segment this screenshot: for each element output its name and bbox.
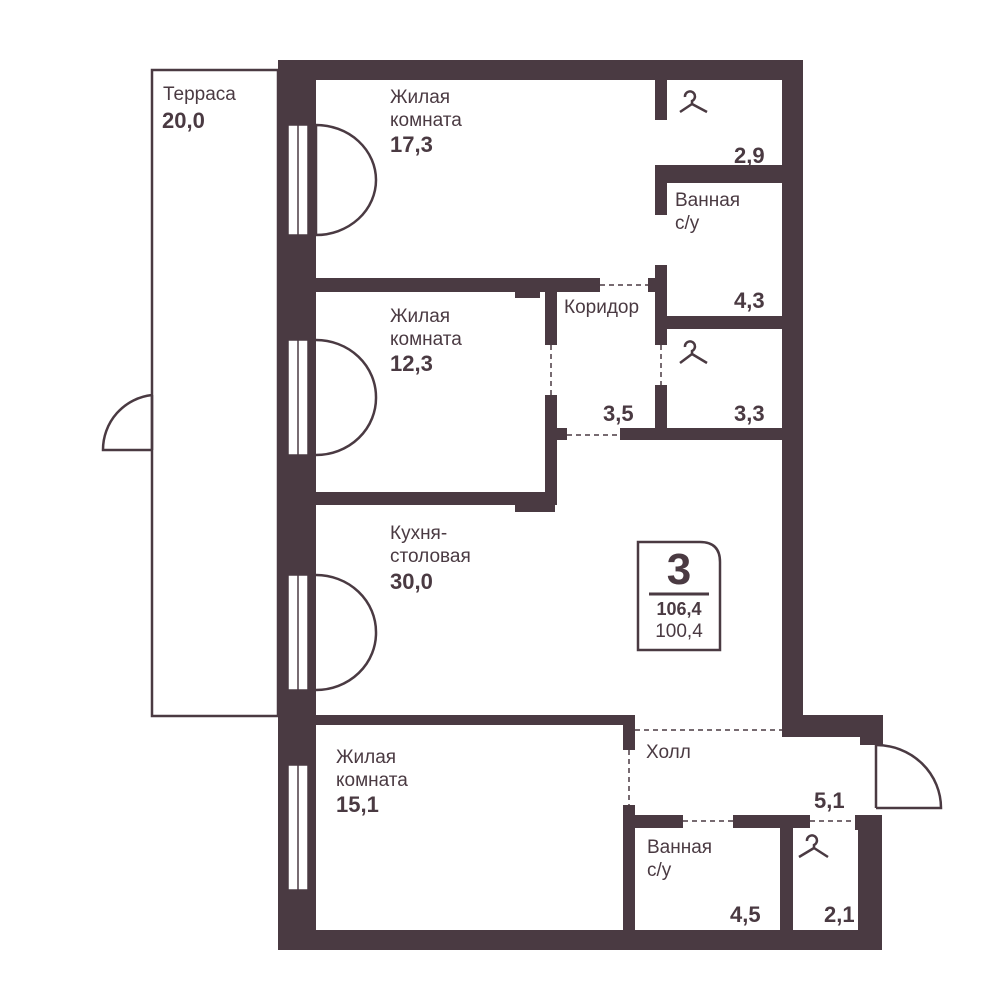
terrace-name: Терраса (163, 84, 236, 105)
hall-area: 5,1 (814, 788, 845, 813)
entrance-door[interactable] (874, 743, 943, 810)
hanger-icon (679, 90, 708, 114)
corridor-area: 3,5 (603, 401, 634, 426)
room-count: 3 (667, 545, 691, 594)
closet3-area: 2,1 (824, 902, 855, 927)
balcony-doors[interactable] (314, 123, 378, 692)
terrace-area: 20,0 (162, 108, 205, 133)
bath1-name: Ванная (675, 190, 740, 211)
kitchen-name: Кухня- (390, 523, 447, 544)
living1-name: Жилая (390, 87, 450, 108)
bath2-area: 4,5 (730, 902, 761, 927)
interior-walls (316, 80, 865, 935)
bath2-name2: с/у (647, 860, 672, 881)
openings (550, 284, 855, 822)
terrace-outline (150, 68, 280, 718)
bath2-name: Ванная (647, 837, 712, 858)
closet2-area: 3,3 (734, 401, 765, 426)
bath1-area: 4,3 (734, 288, 765, 313)
apartment-badge: 3 106,4 100,4 (636, 540, 722, 652)
total-area: 106,4 (656, 599, 701, 619)
kitchen-area: 30,0 (390, 569, 433, 594)
living-area: 100,4 (655, 621, 703, 642)
living3-name2: комната (336, 770, 408, 791)
windows (287, 124, 309, 891)
hall-name: Холл (646, 742, 691, 763)
hanger-icon (798, 834, 829, 859)
kitchen-name2: столовая (390, 546, 471, 567)
living3-area: 15,1 (336, 792, 379, 817)
terrace-door[interactable] (101, 393, 154, 452)
living2-name: Жилая (390, 306, 450, 327)
corridor-name: Коридор (564, 297, 639, 318)
bath1-name2: с/у (675, 213, 700, 234)
living1-area: 17,3 (390, 132, 433, 157)
hanger-icon (679, 340, 708, 365)
living2-name2: комната (390, 329, 462, 350)
living3-name: Жилая (336, 747, 396, 768)
living1-name2: комната (390, 110, 462, 131)
closet1-area: 2,9 (734, 143, 765, 168)
living2-area: 12,3 (390, 351, 433, 376)
